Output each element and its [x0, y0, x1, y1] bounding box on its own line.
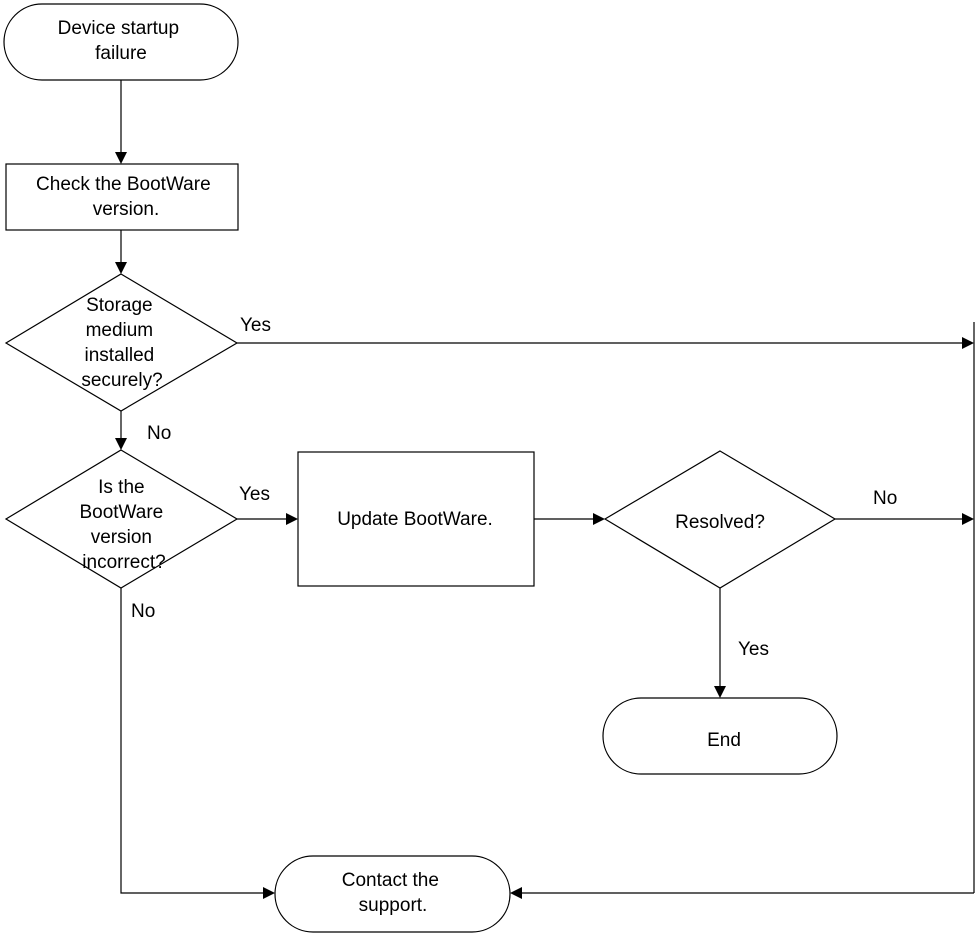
update-box: [297, 451, 535, 587]
version-decision-diamond: [4, 449, 239, 589]
arrowhead-storage: [115, 262, 127, 274]
connectors: [115, 80, 975, 899]
check-version-label: Check the BootWare version.: [36, 174, 216, 220]
version-decision-label: Is the BootWare version incorrect?: [79, 477, 168, 573]
edge-version-no: [120, 588, 263, 894]
update-label: Update BootWare.: [337, 509, 493, 530]
arrowhead-storage-yes: [962, 337, 974, 349]
end-label: End: [707, 730, 741, 751]
resolved-yes-label: Yes: [738, 639, 769, 660]
contact-label: Contact the support.: [342, 870, 444, 916]
arrowhead-contact-right: [510, 887, 522, 899]
end-terminator: [602, 697, 838, 775]
edge-labels: Yes No Yes No No Yes: [131, 315, 897, 660]
arrowhead-check: [115, 152, 127, 164]
storage-decision-label: Storage medium installed securely?: [81, 295, 162, 391]
start-label: Device startup failure: [58, 18, 185, 64]
arrowhead-update: [286, 513, 298, 525]
storage-no-label: No: [147, 423, 171, 444]
version-yes-label: Yes: [239, 484, 270, 505]
nodes: [3, 3, 838, 933]
resolved-no-label: No: [873, 488, 897, 509]
arrowhead-version: [115, 438, 127, 450]
arrowhead-contact-left: [263, 887, 275, 899]
start-terminator: [3, 3, 239, 81]
arrowhead-resolved: [593, 513, 605, 525]
version-no-label: No: [131, 601, 155, 622]
arrowhead-resolved-no: [962, 513, 974, 525]
storage-yes-label: Yes: [240, 315, 271, 336]
resolved-decision-diamond: [603, 450, 837, 589]
check-version-box: [5, 163, 239, 231]
arrowhead-end: [714, 686, 726, 698]
contact-terminator: [274, 855, 511, 933]
node-labels: Device startup failure Check the BootWar…: [36, 18, 765, 916]
storage-decision-diamond: [4, 273, 239, 412]
resolved-decision-label: Resolved?: [675, 512, 765, 533]
